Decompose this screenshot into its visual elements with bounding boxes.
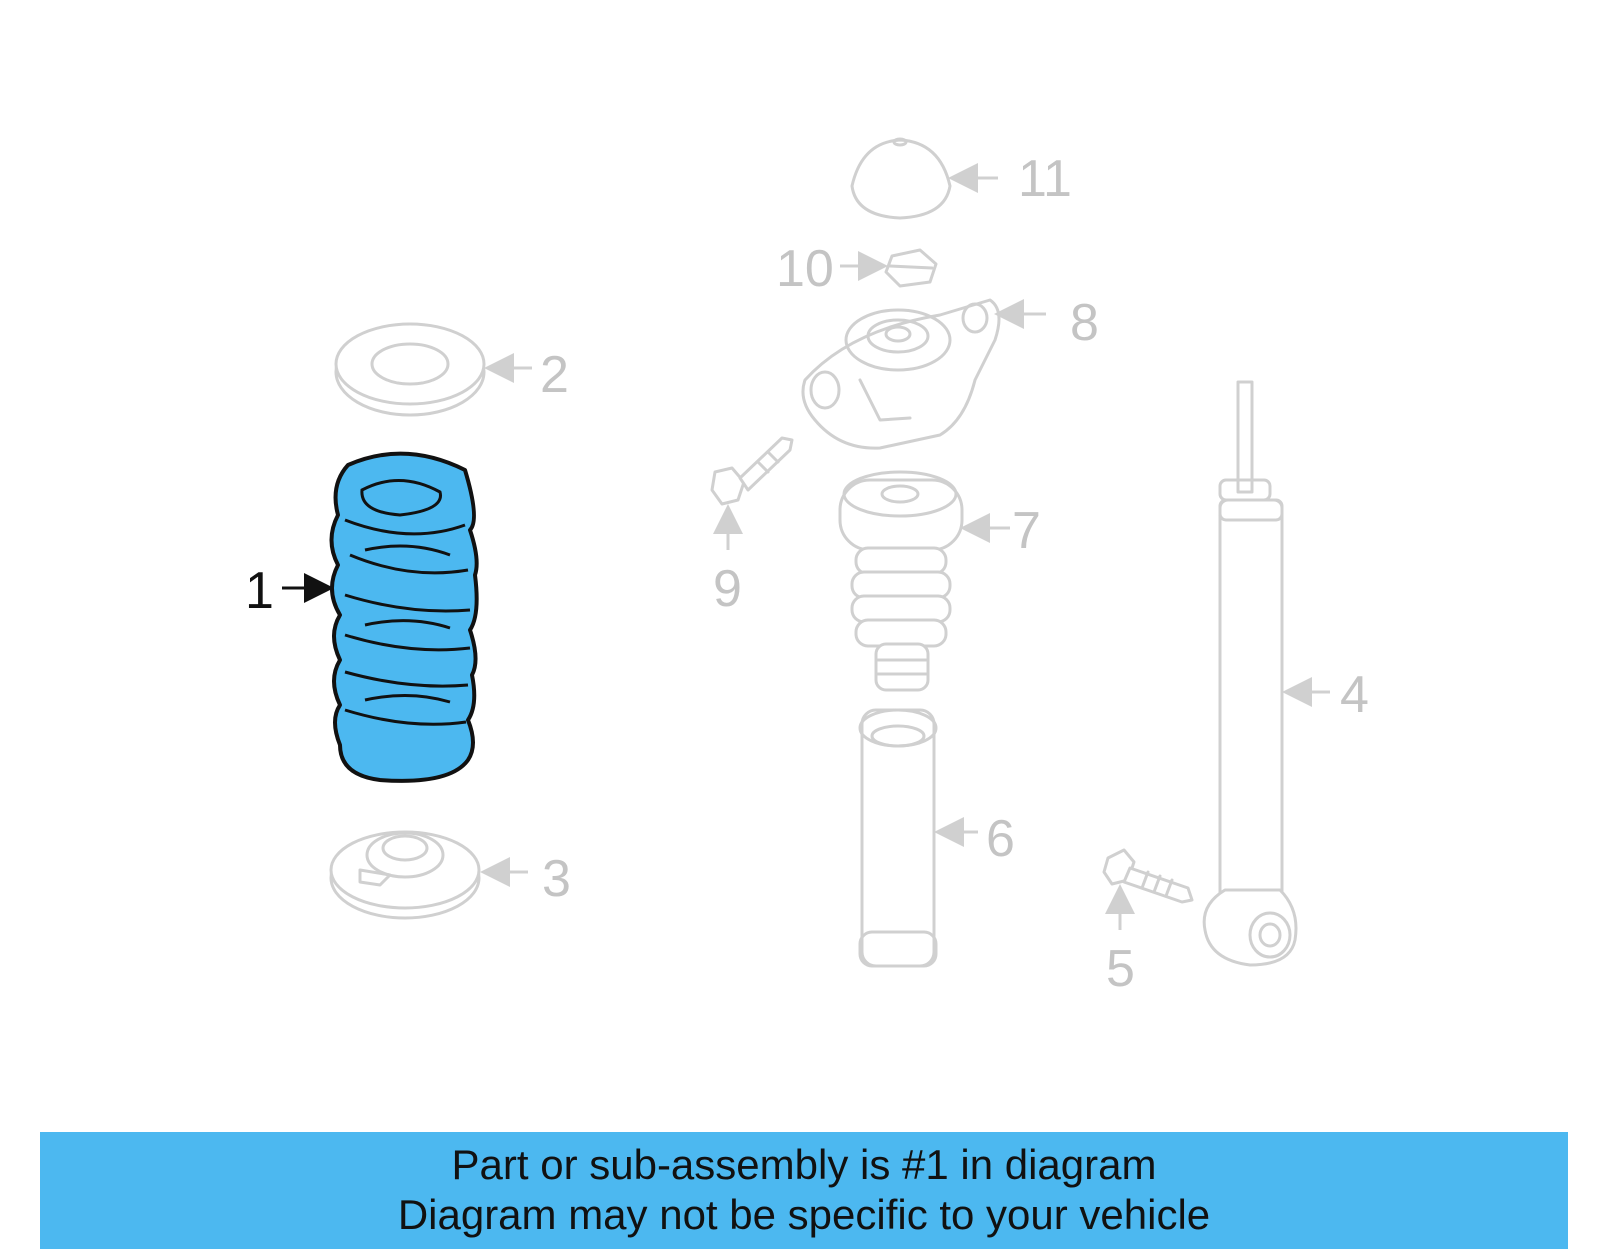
callout-6: 6 xyxy=(986,810,1015,868)
lower-bolt-part[interactable] xyxy=(1102,848,1194,904)
callout-9: 9 xyxy=(713,560,742,618)
lower-spring-seat-part[interactable] xyxy=(329,830,481,920)
nut-part[interactable] xyxy=(884,248,938,288)
protective-cap-part[interactable] xyxy=(850,137,952,220)
callout-4: 4 xyxy=(1340,666,1369,724)
callout-11: 11 xyxy=(1018,150,1072,208)
callout-3: 3 xyxy=(542,850,571,908)
dust-boot-part[interactable] xyxy=(858,708,938,968)
callout-8: 8 xyxy=(1070,294,1099,352)
bump-stop-part[interactable] xyxy=(838,470,964,692)
mount-bolt-part[interactable] xyxy=(710,436,794,506)
parts-diagram: 1 2 3 4 5 xyxy=(245,137,1369,998)
upper-spring-seat-part[interactable] xyxy=(334,322,486,417)
info-banner: Part or sub-assembly is #1 in diagram Di… xyxy=(40,1132,1568,1249)
callout-7: 7 xyxy=(1012,502,1041,560)
shock-absorber-part[interactable] xyxy=(1202,380,1298,967)
strut-mount-part[interactable] xyxy=(801,298,1001,450)
coil-spring-part[interactable] xyxy=(329,451,479,783)
banner-line-1: Part or sub-assembly is #1 in diagram xyxy=(451,1141,1157,1188)
callout-2: 2 xyxy=(540,346,569,404)
callout-10: 10 xyxy=(776,240,834,298)
banner-line-2: Diagram may not be specific to your vehi… xyxy=(397,1191,1211,1238)
callout-1: 1 xyxy=(245,562,274,620)
callout-5: 5 xyxy=(1106,940,1135,998)
